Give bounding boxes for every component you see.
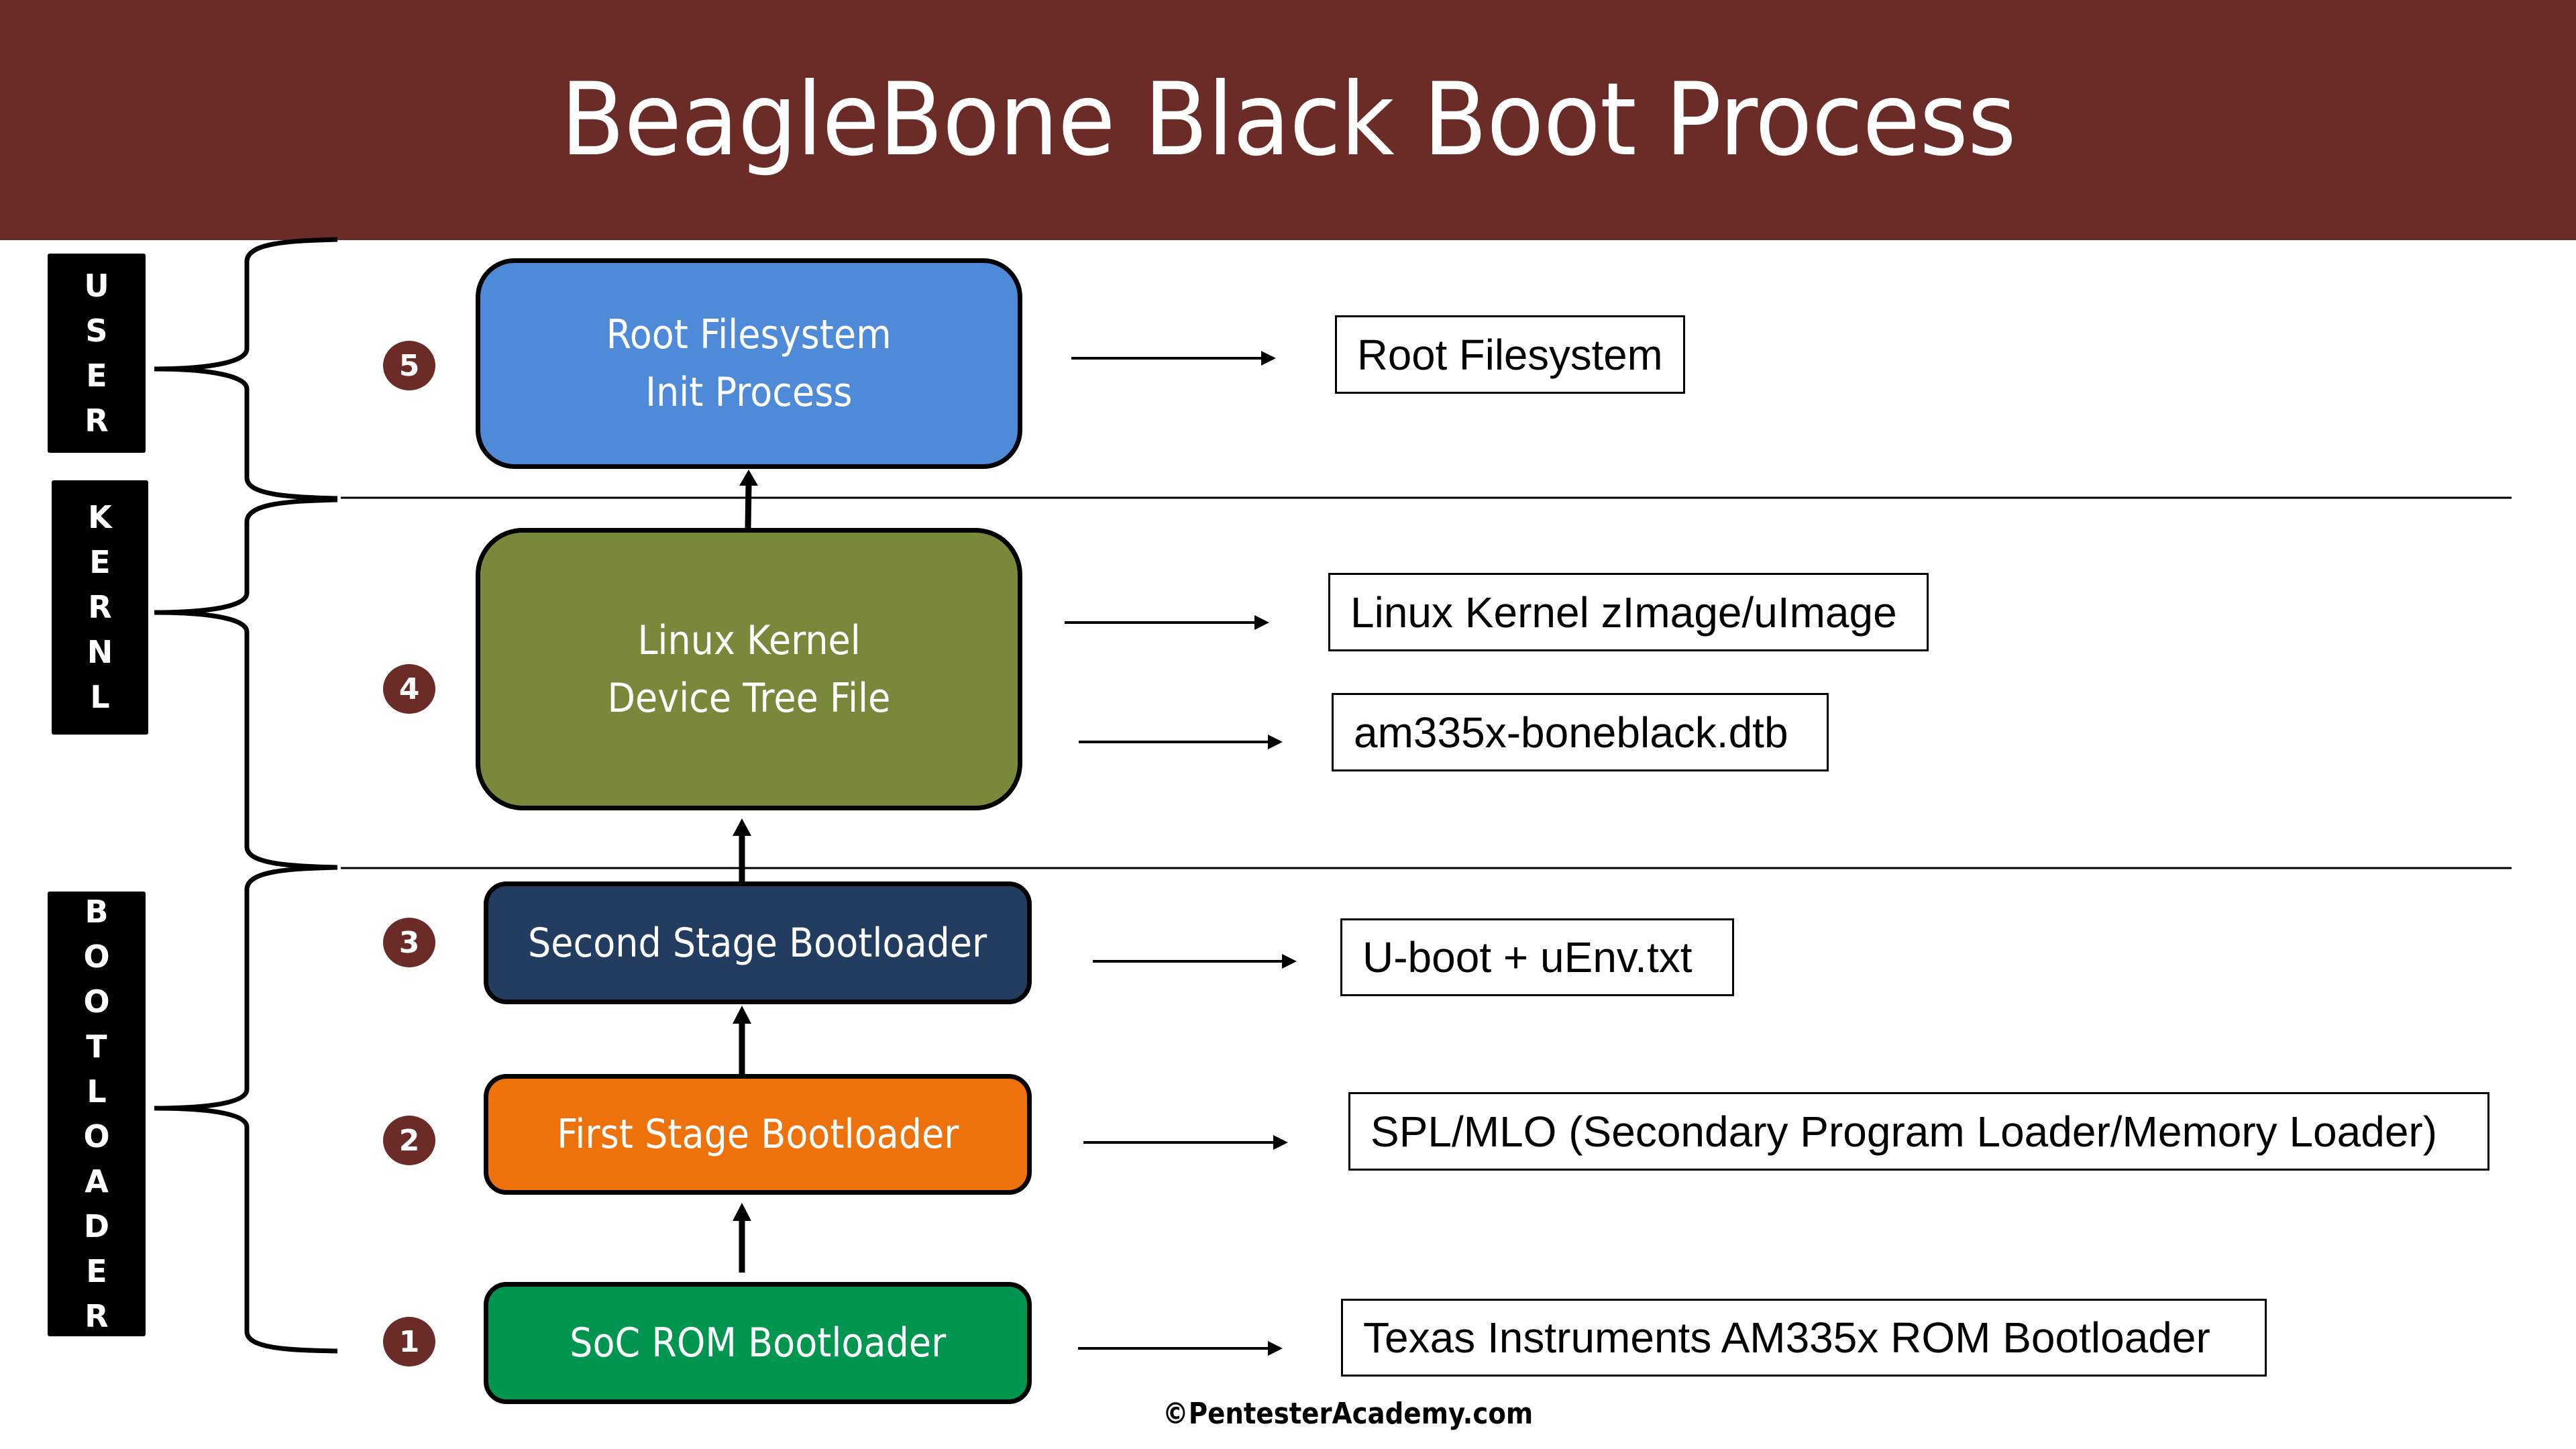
step-badge-3: 3 xyxy=(383,918,435,967)
output-label: am335x-boneblack.dtb xyxy=(1354,708,1788,757)
lane-letter: U xyxy=(84,267,109,304)
stage-label-line: Linux Kernel xyxy=(637,616,861,664)
lane-letter: B xyxy=(85,893,109,930)
lane-label-user: U S E R xyxy=(48,254,146,453)
output-arrow-head xyxy=(1261,351,1276,366)
output-root-filesystem: Root Filesystem xyxy=(1335,315,1685,394)
output-arrow-head xyxy=(1268,1341,1283,1356)
step-badge-2: 2 xyxy=(383,1116,435,1165)
lane-letter: R xyxy=(85,1297,109,1334)
lane-letter: L xyxy=(87,1073,107,1110)
title-banner xyxy=(0,0,2576,240)
brace-bootloader xyxy=(154,865,338,1354)
slide-title: BeagleBone Black Boot Process xyxy=(0,0,2576,240)
output-label: Root Filesystem xyxy=(1357,330,1663,379)
brace-user xyxy=(154,237,338,501)
output-arrow-head xyxy=(1268,735,1283,749)
lane-letter: N xyxy=(87,634,113,670)
stage-root-filesystem: Root Filesystem Init Process xyxy=(476,258,1022,469)
output-kernel-image: Linux Kernel zImage/uImage xyxy=(1328,573,1929,651)
stage-label-line: SoC ROM Bootloader xyxy=(569,1320,947,1366)
output-spl-mlo: SPL/MLO (Secondary Program Loader/Memory… xyxy=(1348,1092,2489,1171)
stage-label-line: Root Filesystem xyxy=(606,311,892,358)
copyright-text: ©PentesterAcademy.com xyxy=(1163,1397,1534,1431)
step-number: 4 xyxy=(398,672,420,706)
output-arrow-head xyxy=(1273,1135,1288,1150)
output-label: Linux Kernel zImage/uImage xyxy=(1350,588,1897,637)
lane-letter: R xyxy=(88,589,112,625)
output-device-tree-blob: am335x-boneblack.dtb xyxy=(1332,693,1829,771)
step-badge-5: 5 xyxy=(383,341,435,390)
step-number: 3 xyxy=(398,925,420,960)
step-number: 5 xyxy=(398,348,420,383)
flow-arrow-shaft xyxy=(745,484,752,529)
lane-letter: A xyxy=(85,1163,109,1199)
stage-label-line: Second Stage Bootloader xyxy=(528,919,987,967)
output-label: Texas Instruments AM335x ROM Bootloader xyxy=(1363,1313,2210,1362)
flow-arrow-head xyxy=(733,1203,751,1221)
output-label: SPL/MLO (Secondary Program Loader/Memory… xyxy=(1371,1107,2438,1156)
stage-label-line: First Stage Bootloader xyxy=(556,1111,959,1158)
output-label: U-boot + uEnv.txt xyxy=(1362,933,1693,981)
lane-letter: O xyxy=(83,1118,110,1155)
stage-linux-kernel: Linux Kernel Device Tree File xyxy=(476,528,1022,810)
stage-label-line: Init Process xyxy=(645,369,853,416)
lane-letter: E xyxy=(86,1252,107,1289)
step-number: 2 xyxy=(398,1123,420,1158)
step-badge-1: 1 xyxy=(383,1317,435,1366)
stage-first-stage-bootloader: First Stage Bootloader xyxy=(484,1074,1032,1195)
lane-letter: D xyxy=(83,1208,110,1244)
stage-label-line: Device Tree File xyxy=(607,674,891,722)
lane-letter: S xyxy=(85,312,108,349)
lane-label-kernel: K E R N L xyxy=(52,480,148,735)
lane-letter: E xyxy=(86,357,107,394)
flow-arrow-head xyxy=(733,1006,751,1024)
output-uboot: U-boot + uEnv.txt xyxy=(1340,918,1734,996)
step-number: 1 xyxy=(398,1324,420,1359)
copyright-notice: ©PentesterAcademy.com xyxy=(1163,1397,1584,1431)
output-ti-rom-bootloader: Texas Instruments AM335x ROM Bootloader xyxy=(1341,1299,2267,1377)
stage-second-stage-bootloader: Second Stage Bootloader xyxy=(484,881,1032,1004)
brace-kernel xyxy=(154,497,338,870)
slide-title-text: BeagleBone Black Boot Process xyxy=(560,62,2016,178)
lane-letter: T xyxy=(86,1028,107,1065)
lane-letter: O xyxy=(83,983,110,1020)
stage-soc-rom-bootloader: SoC ROM Bootloader xyxy=(484,1282,1032,1404)
lane-letter: K xyxy=(88,499,112,535)
lane-letter: R xyxy=(85,402,109,439)
output-arrow-head xyxy=(1282,954,1297,969)
step-badge-4: 4 xyxy=(383,664,435,714)
lane-letter: O xyxy=(83,938,110,975)
lane-label-bootloader: B O O T L O A D E R xyxy=(48,892,146,1336)
lane-letter: E xyxy=(89,544,111,580)
flow-arrow-head xyxy=(739,470,758,486)
lane-letter: L xyxy=(90,679,110,715)
output-arrow-head xyxy=(1254,615,1269,630)
flow-arrow-head xyxy=(733,818,751,836)
